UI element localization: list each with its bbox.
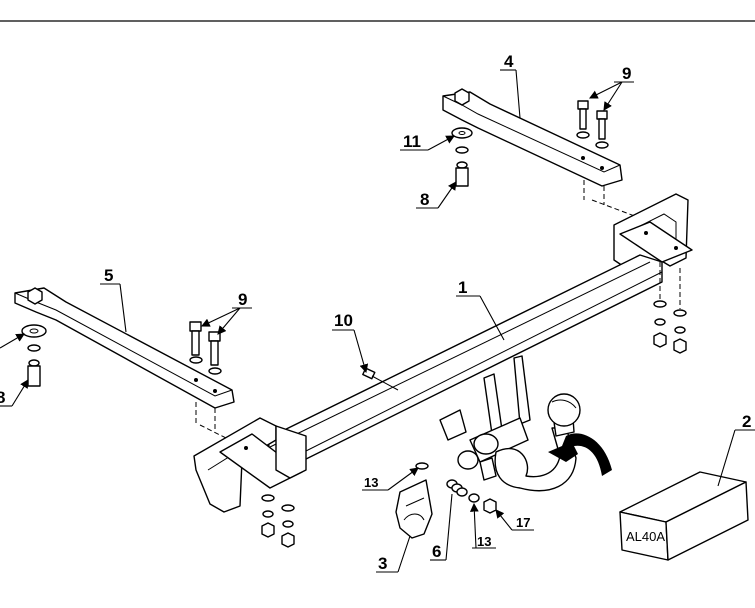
bracket-left-part-5 (14, 287, 241, 446)
nuts-left-stack (261, 494, 295, 548)
callout-6: 6 (432, 542, 441, 561)
callout-9-top: 9 (622, 64, 631, 83)
callout-2: 2 (742, 412, 751, 431)
spacer-stack-left (21, 324, 47, 387)
callout-13-left: 13 (364, 475, 378, 490)
leader-lines (0, 69, 755, 573)
curved-arrow-icon (548, 433, 612, 476)
towball-neck (457, 355, 581, 492)
bolts-top-part-9 (576, 100, 609, 149)
callout-3: 3 (378, 554, 387, 573)
socket-plate-part-3 (395, 479, 433, 539)
callout-8-top: 8 (420, 190, 429, 209)
kit-box-label: AL40A (626, 529, 665, 544)
bolts-left-part-9 (189, 321, 222, 375)
callout-10: 10 (334, 311, 353, 330)
crossbar-part-1 (193, 193, 693, 513)
callout-11: 11 (403, 132, 421, 151)
kit-box-part-2 (619, 471, 749, 561)
callout-13-right: 13 (477, 534, 491, 549)
callout-1: 1 (458, 278, 467, 297)
spacer-stack-top (451, 127, 473, 187)
nuts-right-stack (653, 262, 687, 354)
callout-9-left: 9 (238, 290, 247, 309)
callout-5: 5 (104, 266, 113, 285)
bracket-right-part-4 (442, 88, 641, 219)
callout-8-left: 8 (0, 388, 5, 407)
callout-17: 17 (516, 515, 530, 530)
callout-4: 4 (504, 52, 514, 71)
